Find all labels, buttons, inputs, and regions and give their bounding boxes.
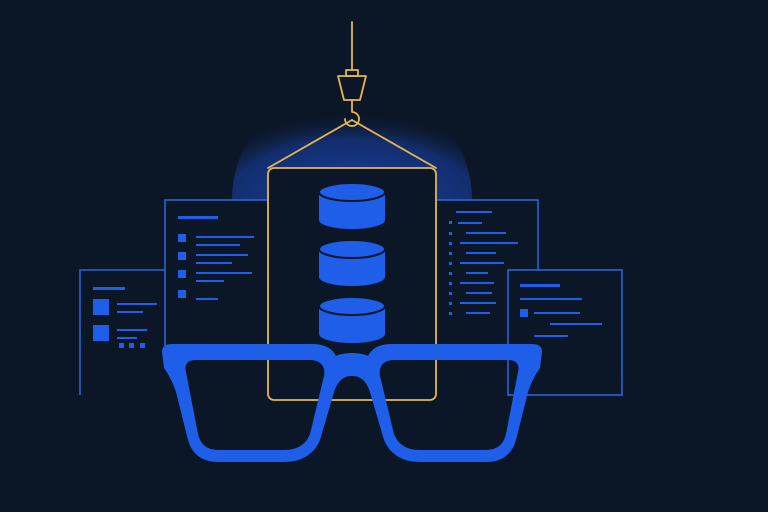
code-panel-center-left [164,199,269,356]
crane-hook-icon [267,21,437,169]
document-panel-left [79,269,165,395]
database-icon [318,182,386,343]
eyeglasses-icon [162,344,542,462]
